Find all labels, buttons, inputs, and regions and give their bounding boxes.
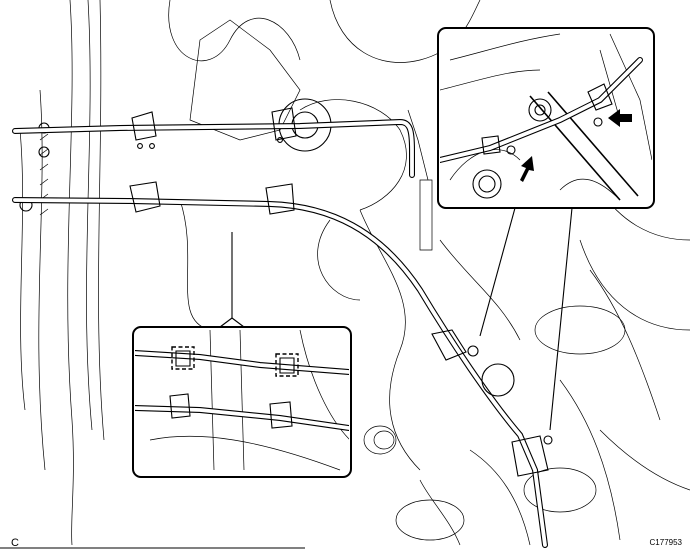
background-frame-structure bbox=[19, 0, 690, 546]
tube-clamp-upper-left bbox=[131, 111, 157, 141]
arrow-icon bbox=[520, 156, 534, 182]
tube-clamp-upper-right bbox=[271, 107, 297, 141]
dashed-clamp-box bbox=[275, 353, 299, 377]
tube-fitting-middle bbox=[431, 329, 467, 361]
inset-top-right bbox=[437, 27, 655, 209]
dashed-clamp-box bbox=[171, 346, 195, 370]
leader-lines bbox=[219, 207, 573, 431]
upper-brake-tube bbox=[12, 107, 415, 178]
main-brake-tube bbox=[12, 181, 553, 548]
tube-clamp-lower-right bbox=[265, 183, 295, 215]
tube-clamp-lower-left bbox=[129, 181, 161, 213]
tube-clamp-lower-bottom bbox=[511, 435, 549, 477]
view-label: C bbox=[11, 537, 19, 549]
arrow-icon bbox=[608, 109, 632, 127]
inset-bottom-left bbox=[132, 326, 352, 478]
figure-code: C177953 bbox=[649, 538, 682, 547]
